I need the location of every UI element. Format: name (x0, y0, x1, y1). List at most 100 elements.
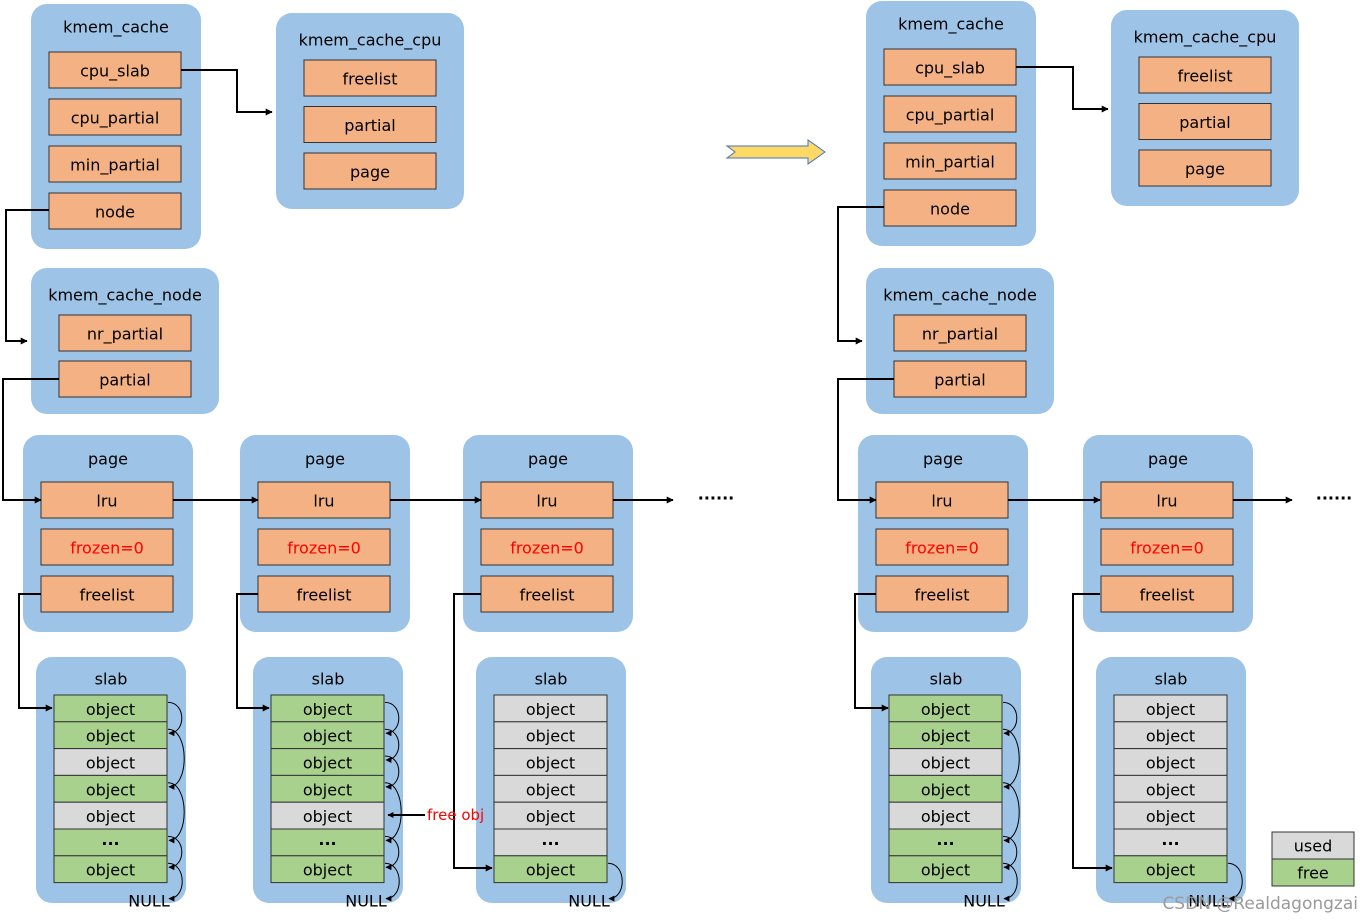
before-1-freelist-arc (167, 862, 183, 902)
after-node-partial-field (893, 360, 1027, 398)
before-1-object-cell (53, 828, 168, 857)
after-2-object-label: object (1146, 807, 1195, 826)
before-2-object-label: ··· (318, 834, 336, 853)
before-1-freelist-field-label: freelist (79, 586, 134, 605)
after-1-object-label: object (921, 727, 970, 746)
after-1-object-cell (888, 801, 1003, 830)
after-1-freelist-field (875, 575, 1009, 613)
after-node-partial-field-label: partial (934, 371, 986, 390)
after-2-freelist-field-label: freelist (1139, 586, 1194, 605)
before-3-freelist-field-label: freelist (519, 586, 574, 605)
after-kmem-cache-node-title: kmem_cache_node (883, 286, 1037, 306)
before-2-object-label: object (303, 861, 352, 880)
before-2-object-cell (270, 721, 385, 750)
after-1-null-label: NULL (963, 892, 1005, 911)
before-3-object-cell (493, 855, 608, 884)
after-1-slab-title: slab (930, 670, 963, 689)
after-2-object-label: object (1146, 700, 1195, 719)
after-cpu-partial-field (883, 95, 1017, 133)
before-2-freelist-arc (384, 835, 400, 871)
before-3-object-cell (493, 721, 608, 750)
before-3-object-label: ··· (541, 834, 559, 853)
before-3-null-label: NULL (568, 892, 610, 911)
after-2-object-cell (1113, 828, 1228, 857)
before-nr-partial-field (58, 314, 192, 352)
before-1-page-title: page (88, 450, 128, 469)
after-2-frozen-field (1100, 528, 1234, 566)
before-more-pages: ······ (698, 489, 734, 508)
before-1-object-label: object (86, 727, 135, 746)
after-1-object-cell (888, 694, 1003, 723)
before-3-frozen-field-label: frozen=0 (510, 539, 584, 558)
before-node-partial-field (58, 360, 192, 398)
before-2-object-cell (270, 774, 385, 803)
before-cpu-slab-arrow (181, 69, 273, 116)
after-min-partial-field-label: min_partial (905, 153, 995, 173)
after-cpu-freelist-field (1138, 56, 1272, 94)
watermark: CSDN @Realdagongzai (1162, 894, 1358, 914)
before-3-object-cell (493, 748, 608, 776)
legend-free-swatch (1271, 858, 1355, 887)
after-2-lru-field-label: lru (1156, 492, 1177, 511)
before-2-slab-title: slab (312, 670, 345, 689)
after-1-freelist-arc (1002, 701, 1018, 737)
before-freelist-arrow-3 (453, 593, 493, 872)
free-obj-label: free obj (427, 806, 484, 824)
before-1-frozen-field-label: frozen=0 (70, 539, 144, 558)
before-2-freelist-arc (384, 782, 402, 844)
before-node-partial-field-label: partial (99, 371, 151, 390)
after-nr-partial-field (893, 314, 1027, 352)
before-3-object-label: object (526, 807, 575, 826)
after-1-freelist-field-label: freelist (914, 586, 969, 605)
after-cpu-partial-list-field-label: partial (1179, 113, 1231, 132)
before-cpu-slab-field-label: cpu_slab (80, 62, 150, 82)
before-2-lru-field-label: lru (313, 492, 334, 511)
before-cpu-partial-list-field (303, 106, 437, 143)
after-1-object-label: ··· (936, 834, 954, 853)
before-2-freelist-field (257, 575, 391, 613)
before-kmem-cache-cpu-title: kmem_cache_cpu (299, 31, 442, 51)
before-freelist-arrow-1 (18, 593, 53, 712)
before-1-object-cell (53, 801, 168, 830)
before-2-object-label: object (303, 780, 352, 799)
before-node-field (48, 192, 182, 230)
after-2-object-cell (1113, 801, 1228, 830)
before-1-lru-field-label: lru (96, 492, 117, 511)
before-2-freelist-arc (384, 862, 400, 902)
after-cpu-page-field (1138, 149, 1272, 187)
before-1-object-label: object (86, 807, 135, 826)
after-1-object-cell (888, 748, 1003, 776)
before-2-freelist-arc (384, 701, 400, 737)
before-cpu-partial-field (48, 98, 182, 136)
after-partial-arrow (837, 378, 894, 504)
after-1-object-label: object (921, 807, 970, 826)
after-1-page-title: page (923, 450, 963, 469)
before-3-lru-field (480, 481, 614, 519)
after-2-object-label: ··· (1161, 834, 1179, 853)
before-2-object-label: object (303, 727, 352, 746)
after-2-object-label: object (1146, 780, 1195, 799)
connectors-layer (2, 66, 1293, 902)
before-3-freelist-field (480, 575, 614, 613)
before-1-lru-field (40, 481, 174, 519)
before-3-object-label: object (526, 727, 575, 746)
after-node-field-label: node (930, 200, 970, 219)
after-2-object-label: object (1146, 727, 1195, 746)
before-2-lru-field (257, 481, 391, 519)
after-freelist-arrow-1 (854, 593, 889, 712)
after-node-field (883, 189, 1017, 227)
before-cpu-freelist-field-label: freelist (342, 70, 397, 89)
after-cpu-page-field-label: page (1185, 160, 1225, 179)
after-1-lru-field (875, 481, 1009, 519)
after-2-object-cell (1113, 774, 1228, 803)
before-2-frozen-field-label: frozen=0 (287, 539, 361, 558)
after-1-object-cell (888, 721, 1003, 750)
before-kmem-cache-title: kmem_cache (63, 18, 169, 38)
before-freelist-arrow-2 (236, 593, 270, 712)
after-2-object-label: object (1146, 861, 1195, 880)
after-2-object-cell (1113, 855, 1228, 884)
before-2-object-label: object (303, 807, 352, 826)
before-1-object-cell (53, 694, 168, 723)
before-3-page-title: page (528, 450, 568, 469)
